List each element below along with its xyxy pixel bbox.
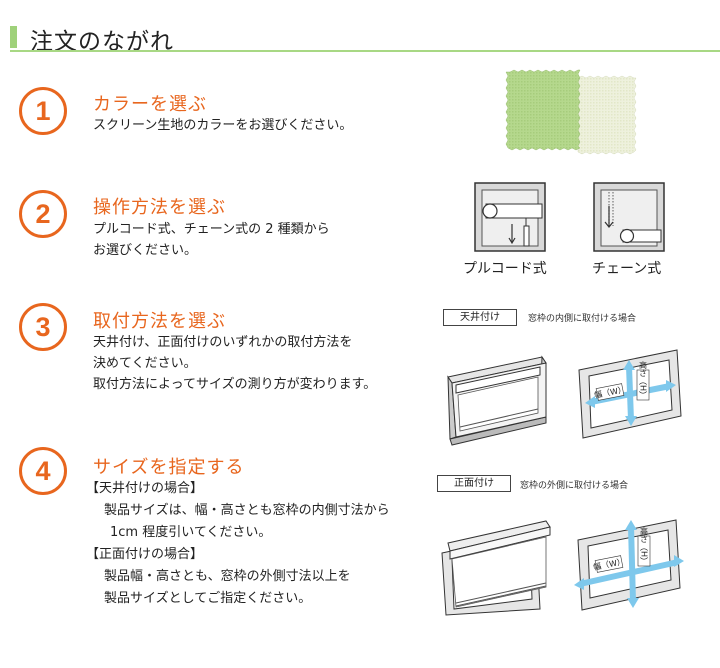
- step-line: 1cm 程度引いてください。: [110, 525, 272, 540]
- step-text-4: 【天井付けの場合】 製品サイズは、幅・高さとも窓枠の内側寸法から 1cm 程度引…: [86, 478, 390, 610]
- step-text-3: 天井付け、正面付けのいずれかの取付方法を 決めてください。 取付方法によってサイ…: [93, 332, 376, 395]
- step-number-2: 2: [19, 190, 67, 238]
- chain-caption: チェーン式: [592, 261, 662, 277]
- step-number-1: 1: [19, 87, 67, 135]
- step-line: 製品幅・高さとも、窓枠の外側寸法以上を: [104, 569, 351, 584]
- step-title-2: 操作方法を選ぶ: [93, 197, 226, 218]
- step-line: スクリーン生地のカラーをお選びください。: [93, 118, 353, 133]
- ceiling-mount-blind-illustration: [447, 355, 547, 446]
- header-accent-bar: [10, 26, 17, 48]
- cream-swatch: [577, 75, 637, 155]
- step-number-3: 3: [19, 303, 67, 351]
- pull-cord-caption: プルコード式: [463, 261, 547, 277]
- step-line: お選びください。: [93, 243, 198, 258]
- ceiling-mount-tag: 天井付け: [443, 309, 517, 326]
- front-height-label: 高さ（H）: [640, 526, 649, 565]
- step-title-1: カラーを選ぶ: [93, 94, 207, 115]
- front-mount-blind-illustration: [441, 520, 551, 616]
- step-title-4: サイズを指定する: [93, 457, 245, 478]
- page-header: 注文のながれ: [0, 0, 720, 56]
- header-underline: [10, 50, 720, 52]
- step-line: 天井付け、正面付けのいずれかの取付方法を: [93, 335, 353, 350]
- step-line: 【天井付けの場合】: [86, 481, 204, 496]
- step-line: 製品サイズは、幅・高さとも窓枠の内側寸法から: [104, 503, 390, 518]
- front-mount-measure-diagram: 幅（W） 高さ（H）: [574, 519, 684, 611]
- step-line: 製品サイズとしてご指定ください。: [104, 591, 312, 606]
- step-line: 取付方法によってサイズの測り方が変わります。: [93, 377, 377, 392]
- step-text-2: プルコード式、チェーン式の 2 種類から お選びください。: [93, 219, 330, 261]
- step-text-1: スクリーン生地のカラーをお選びください。: [93, 115, 352, 136]
- ceiling-mount-measure-diagram: 幅（W） 高さ（H）: [578, 349, 682, 439]
- green-swatch: [505, 69, 581, 151]
- chain-illustration: [593, 182, 665, 252]
- step-line: プルコード式、チェーン式の 2 種類から: [93, 222, 330, 237]
- front-mount-note: 窓枠の外側に取付ける場合: [520, 481, 629, 491]
- step-line: 決めてください。: [93, 356, 197, 371]
- ceiling-mount-note: 窓枠の内側に取付ける場合: [528, 314, 637, 324]
- ceiling-height-label: 高さ（H）: [639, 360, 648, 399]
- fabric-swatch-illustration: [505, 69, 637, 155]
- front-mount-tag: 正面付け: [437, 475, 511, 492]
- step-number-4: 4: [19, 447, 67, 495]
- step-title-3: 取付方法を選ぶ: [93, 311, 226, 332]
- pull-cord-illustration: [474, 182, 546, 252]
- step-line: 【正面付けの場合】: [86, 547, 204, 562]
